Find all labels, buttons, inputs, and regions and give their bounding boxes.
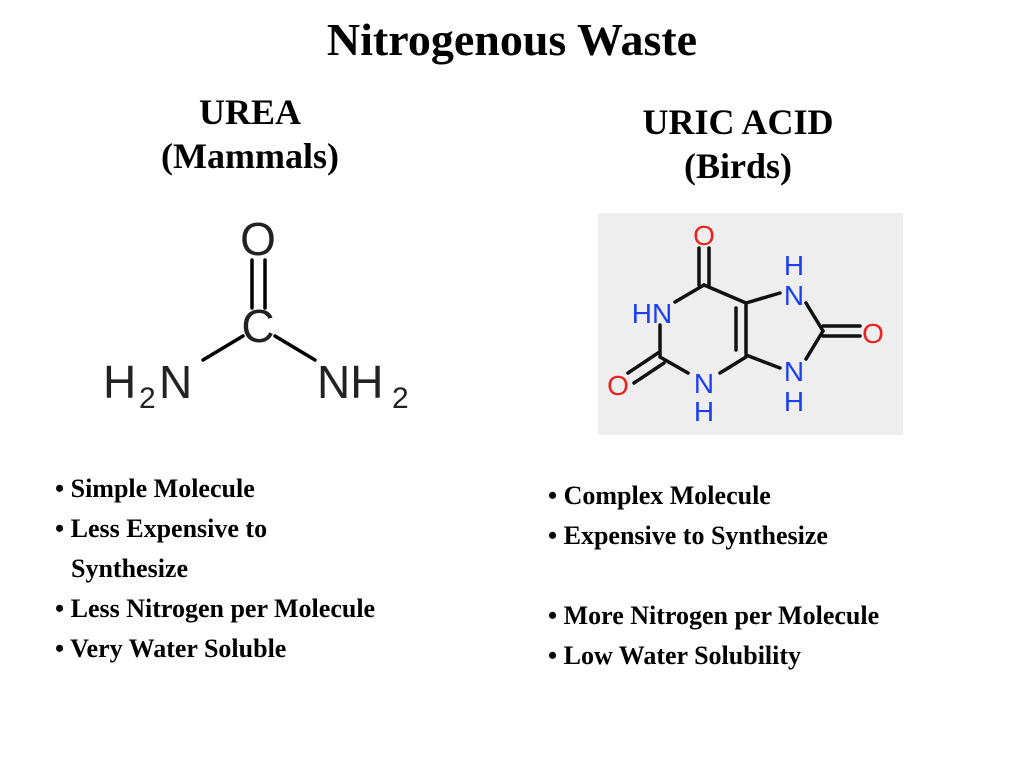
urea-atom-carbon: C	[241, 300, 274, 352]
uric-bond-10	[744, 353, 782, 370]
urea-heading: UREA (Mammals)	[100, 90, 400, 178]
urea-atom-right-sub: 2	[392, 382, 409, 410]
uric-atom-o-right: O	[862, 318, 884, 349]
uric-bond-1	[673, 283, 706, 304]
list-spacer	[548, 556, 1008, 596]
uric-acid-properties-list: • Complex Molecule • Expensive to Synthe…	[548, 476, 1008, 676]
urea-group: (Mammals)	[161, 136, 339, 176]
uric-atom-h-bottom-right: H	[784, 386, 804, 417]
uric-atom-h-bottom: H	[694, 396, 714, 427]
uric-bond-4	[718, 355, 748, 375]
list-item: • More Nitrogen per Molecule	[548, 601, 880, 630]
uric-atom-h-top-right: H	[784, 250, 804, 281]
uric-acid-structure-diagram: O O O HN N H H N N H	[598, 213, 903, 435]
uric-acid-heading: URIC ACID (Birds)	[588, 100, 888, 188]
uric-atom-n-bottom: N	[694, 368, 714, 399]
urea-bond-cn-left	[201, 334, 245, 362]
list-item: • Less Expensive to	[55, 514, 268, 543]
list-item: • Expensive to Synthesize	[548, 521, 828, 550]
list-item: • Less Nitrogen per Molecule	[55, 594, 376, 623]
list-item: • Very Water Soluble	[55, 634, 287, 663]
list-item: • Simple Molecule	[55, 474, 255, 503]
uric-bond-co-left-1	[626, 351, 660, 375]
uric-bond-8	[804, 301, 825, 333]
slide-title: Nitrogenous Waste	[326, 14, 698, 65]
urea-name: UREA	[198, 92, 301, 132]
uric-bond-9	[804, 329, 825, 361]
uric-atom-o-top: O	[693, 220, 715, 251]
urea-properties-list: • Simple Molecule • Less Expensive to Sy…	[55, 469, 495, 669]
urea-bond-cn-right	[273, 334, 317, 362]
uric-bond-6	[702, 283, 748, 305]
uric-acid-group: (Birds)	[684, 146, 792, 186]
list-item: Synthesize	[71, 554, 188, 583]
urea-atom-left-h: H	[103, 356, 136, 408]
urea-structure-diagram: O C H 2 N NH 2	[103, 213, 409, 410]
list-item: • Complex Molecule	[548, 481, 771, 510]
uric-atom-n-bottom-right: N	[784, 356, 804, 387]
urea-atom-left-n: N	[159, 356, 192, 408]
uric-atom-n-top-right: N	[784, 280, 804, 311]
uric-acid-panel	[598, 213, 903, 435]
list-item: • Low Water Solubility	[548, 641, 802, 670]
uric-bond-7	[744, 291, 782, 305]
uric-bond-co-left-2	[632, 361, 666, 385]
uric-atom-hn: HN	[632, 298, 672, 329]
uric-bond-3	[658, 355, 690, 375]
urea-atom-right-nh: NH	[317, 356, 383, 408]
uric-atom-o-left: O	[607, 370, 629, 401]
uric-acid-name: URIC ACID	[642, 102, 834, 142]
urea-atom-oxygen: O	[240, 213, 276, 265]
urea-atom-left-sub: 2	[139, 382, 156, 410]
